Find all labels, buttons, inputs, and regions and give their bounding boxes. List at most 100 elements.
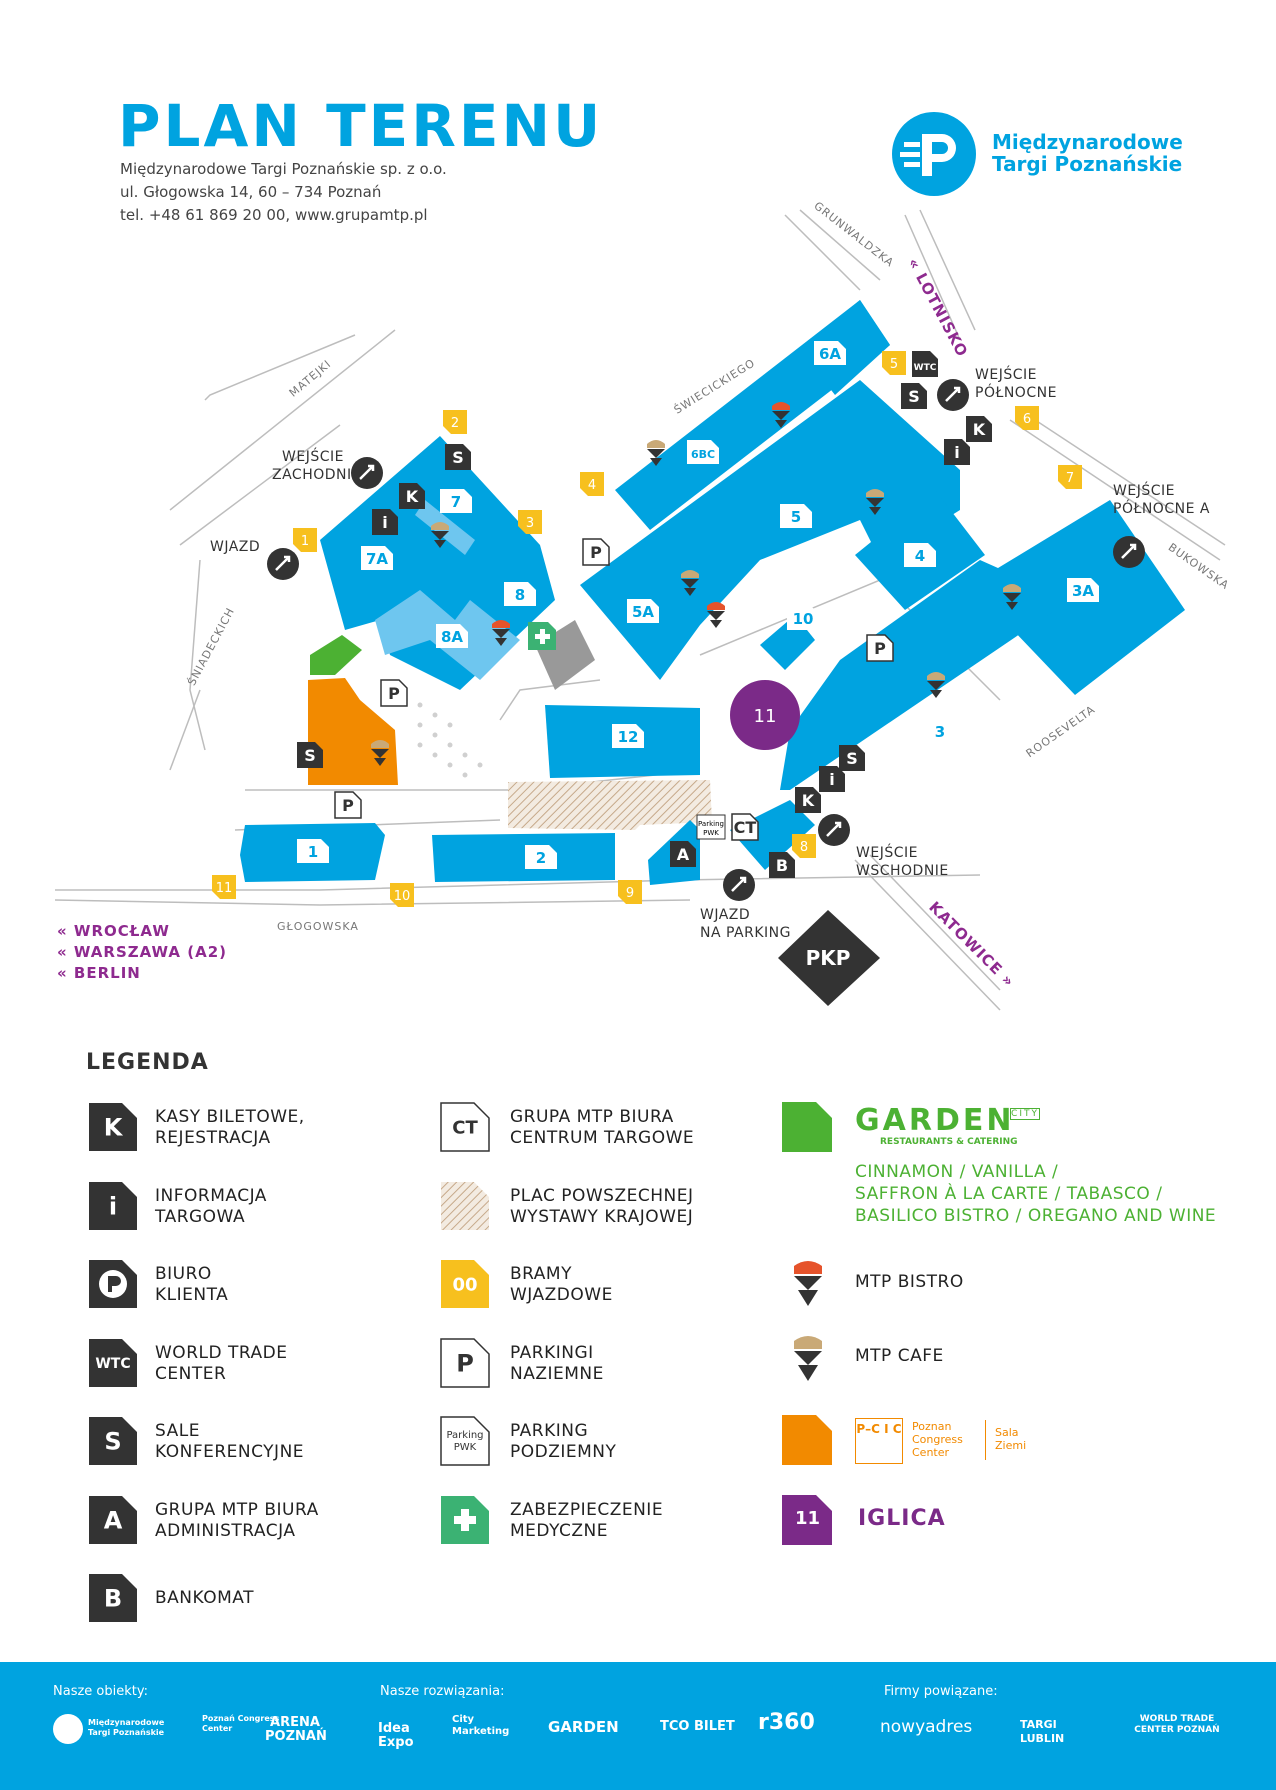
footer-wtc-logo[interactable]: WORLD TRADE CENTER POZNAŃ	[1134, 1714, 1220, 1735]
hall-3-complex	[780, 560, 1070, 790]
hall-label-5a: 5A	[627, 599, 659, 623]
label-entry: WJAZD	[210, 539, 261, 555]
svg-text:10: 10	[793, 610, 814, 628]
svg-text:5A: 5A	[632, 603, 654, 621]
map-icon-k: K	[399, 483, 425, 509]
gate-10: 10	[390, 883, 414, 907]
legend-icon-1-0: K	[88, 1102, 138, 1152]
svg-text:3A: 3A	[1072, 582, 1094, 600]
map-icon-i: i	[944, 439, 970, 465]
svg-text:A: A	[677, 845, 690, 864]
footer-mtp-logo[interactable]: Międzynarodowe Targi Poznańskie	[88, 1718, 165, 1737]
map-icon-p: P	[582, 538, 610, 566]
legend-icon-2-2: 00	[440, 1259, 490, 1309]
hall-label-8a: 8A	[436, 624, 468, 648]
footer-nowyadres-logo[interactable]: nowyadres	[880, 1717, 973, 1737]
svg-text:Parking: Parking	[446, 1430, 483, 1441]
svg-text:6: 6	[1023, 412, 1031, 427]
legend-text-1-6: BANKOMAT	[155, 1588, 254, 1608]
svg-text:WTC: WTC	[914, 363, 937, 373]
hall-5-complex	[580, 380, 960, 680]
legend-icon-1-3: WTC	[88, 1338, 138, 1388]
iglica-map-icon: 11	[730, 680, 800, 750]
footer-r360-logo[interactable]: r360	[758, 1710, 815, 1735]
svg-text:1: 1	[301, 534, 309, 549]
map-bistro-icon	[772, 402, 790, 428]
svg-text:5: 5	[791, 508, 801, 526]
svg-text:1: 1	[308, 843, 318, 861]
svg-text:4: 4	[915, 547, 925, 565]
gate-3: 3	[518, 510, 542, 534]
svg-text:PWK: PWK	[703, 829, 719, 837]
svg-text:PKP: PKP	[806, 946, 851, 970]
map-icon-wtc: WTC	[912, 351, 938, 377]
map-bistro-icon	[707, 602, 725, 628]
svg-text:P: P	[874, 639, 886, 658]
address-line-company: Międzynarodowe Targi Poznańskie sp. z o.…	[120, 160, 447, 178]
footer-pcc-logo[interactable]: Poznań Congress Center	[176, 1714, 302, 1734]
pkp-station: PKP	[778, 910, 880, 1006]
svg-text:S: S	[846, 749, 858, 768]
legend-icon-2-5	[440, 1495, 490, 1545]
svg-text:7: 7	[451, 493, 461, 511]
map-medical-icon	[528, 622, 556, 650]
map-cafe-icon	[431, 522, 449, 548]
footer-arena-logo[interactable]: ARENA POZNAŃ	[265, 1715, 327, 1744]
svg-text:i: i	[954, 443, 959, 462]
legend-icon-1-4: S	[88, 1416, 138, 1466]
garden-restaurants-1: CINNAMON / VANILLA /	[855, 1162, 1059, 1182]
svg-text:8: 8	[515, 586, 525, 604]
svg-text:S: S	[104, 1428, 121, 1456]
footer-tcobilet-logo[interactable]: TCO BILET	[660, 1719, 735, 1734]
svg-text:S: S	[452, 448, 464, 467]
legend-cafe: MTP CAFE	[855, 1346, 944, 1366]
footer-citymarketing-logo[interactable]: City Marketing	[452, 1714, 510, 1737]
label-parking-entry: WJAZD NA PARKING	[700, 907, 791, 941]
svg-text:i: i	[829, 770, 834, 789]
footer-solutions-label: Nasze rozwiązania:	[380, 1684, 505, 1699]
gate-2: 2	[443, 410, 467, 434]
legend-icon-1-1: i	[88, 1181, 138, 1231]
footer-garden-logo[interactable]: GARDEN	[548, 1718, 619, 1736]
legend-icon-1-6: B	[88, 1573, 138, 1623]
footer-ideaexpo-logo[interactable]: Idea Expo	[378, 1721, 414, 1750]
legend-iglica: IGLICA	[858, 1506, 946, 1531]
svg-text:9: 9	[626, 886, 634, 901]
svg-text:P: P	[342, 796, 354, 815]
hall-ct-building	[730, 800, 815, 870]
legend-icon-2-0: CT	[440, 1102, 490, 1152]
page-title: PLAN TERENU	[118, 92, 604, 160]
iglica-legend-number: 11	[795, 1508, 821, 1529]
footer-mtp-logo-icon[interactable]	[53, 1714, 83, 1744]
logo-text-line1: Międzynarodowe	[992, 130, 1183, 154]
gate-11: 11	[212, 875, 236, 899]
logo-text-line2: Targi Poznańskie	[992, 152, 1183, 176]
svg-text:5: 5	[890, 357, 898, 372]
footer-targilublin-logo[interactable]: TARGI LUBLIN	[1020, 1718, 1065, 1745]
map-icon-ct: CT	[731, 813, 759, 841]
garden-restaurants-3: BASILICO BISTRO / OREGANO AND WINE	[855, 1206, 1217, 1226]
hall-label-3: 3	[924, 719, 956, 743]
map-cafe-icon	[647, 440, 665, 466]
svg-text:S: S	[304, 746, 316, 765]
garden-restaurants-2: SAFFRON À LA CARTE / TABASCO /	[855, 1184, 1163, 1204]
svg-text:3: 3	[526, 516, 534, 531]
svg-text:K: K	[406, 487, 419, 506]
hall-label-7: 7	[440, 489, 472, 513]
garden-city-building	[310, 635, 362, 675]
svg-text:7: 7	[1066, 471, 1074, 486]
map-cafe-icon	[866, 489, 884, 515]
garden-logo: GARDEN	[855, 1103, 1015, 1138]
svg-text:P: P	[456, 1349, 474, 1377]
map-icon-p: P	[866, 634, 894, 662]
hall-label-8: 8	[504, 582, 536, 606]
svg-text:P: P	[590, 543, 602, 562]
legend-icon-1-2	[88, 1259, 138, 1309]
